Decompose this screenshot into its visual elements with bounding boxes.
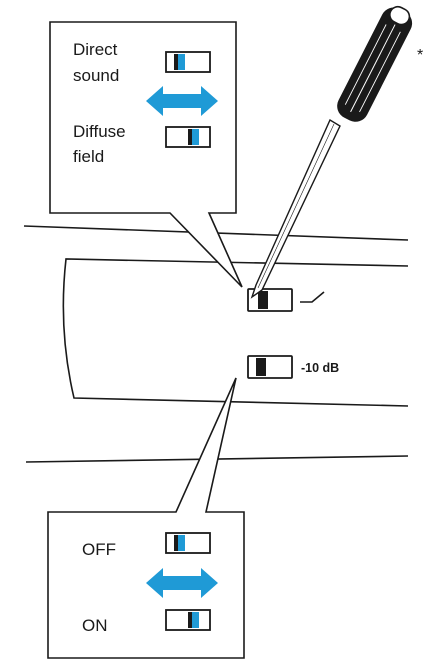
footnote-marker: * [417,47,423,64]
double-arrow-icon [146,568,218,598]
switch-icon-direct-sound [165,51,211,73]
attenuation-label: -10 dB [301,361,339,375]
position-label-field: field [73,147,104,166]
callout-bottom: OFF ON [47,377,245,659]
position-label-sound: sound [73,66,119,85]
position-label-diffuse: Diffuse [73,122,126,141]
device-switch-sound-field[interactable] [247,288,325,312]
callout-top-frame [49,21,243,288]
double-arrow-icon [146,86,218,116]
device-panel-outline [62,258,409,407]
device-switch-attenuation[interactable] [247,355,293,379]
position-label-off: OFF [82,540,116,559]
switch-icon-on [165,609,211,631]
switch-icon-off [165,532,211,554]
switch-icon-diffuse-field [165,126,211,148]
callout-top: Direct sound Diffuse field [49,21,243,288]
callout-bottom-frame [47,377,245,659]
position-label-on: ON [82,616,108,635]
switch-marker-line [300,291,325,303]
screwdriver-icon [250,5,413,299]
position-label-direct: Direct [73,40,118,59]
